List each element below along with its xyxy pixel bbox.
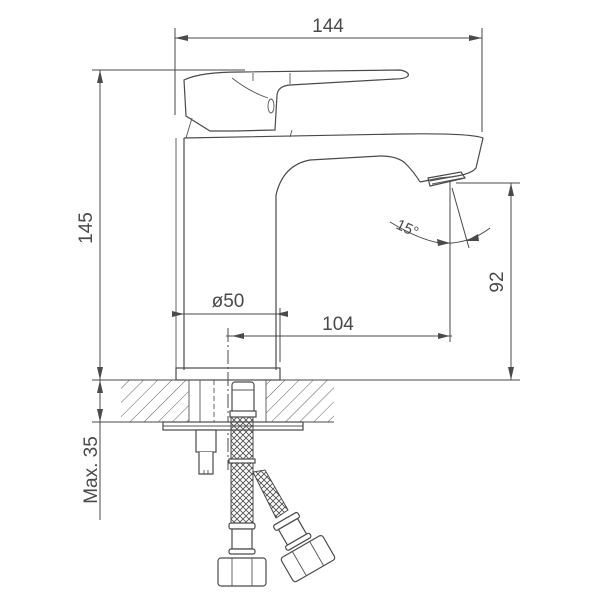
label-max-35: Max. 35	[81, 436, 102, 504]
braided-hoses	[228, 416, 289, 524]
label-104: 104	[322, 314, 354, 335]
dimension-overall-width: 144	[174, 16, 483, 132]
straight-hose-nut	[217, 522, 267, 587]
label-144: 144	[312, 16, 344, 37]
countertop-section	[121, 380, 334, 423]
angled-hose-nut	[273, 511, 336, 583]
hose-connector	[229, 381, 257, 418]
faucet-body	[175, 69, 484, 381]
dimension-spout-angle: 15°	[389, 180, 491, 270]
dimension-spout-reach: 104	[226, 270, 452, 470]
label-15-deg: 15°	[393, 216, 421, 241]
label-diameter-50: ø50	[212, 291, 245, 312]
dimension-overall-height: 145	[76, 69, 245, 380]
label-145: 145	[76, 212, 97, 244]
dimension-spout-height: 92	[456, 182, 520, 380]
dimension-max-thickness: Max. 35	[81, 380, 121, 520]
label-92: 92	[487, 271, 508, 292]
dimension-base-diameter: ø50	[172, 291, 288, 362]
